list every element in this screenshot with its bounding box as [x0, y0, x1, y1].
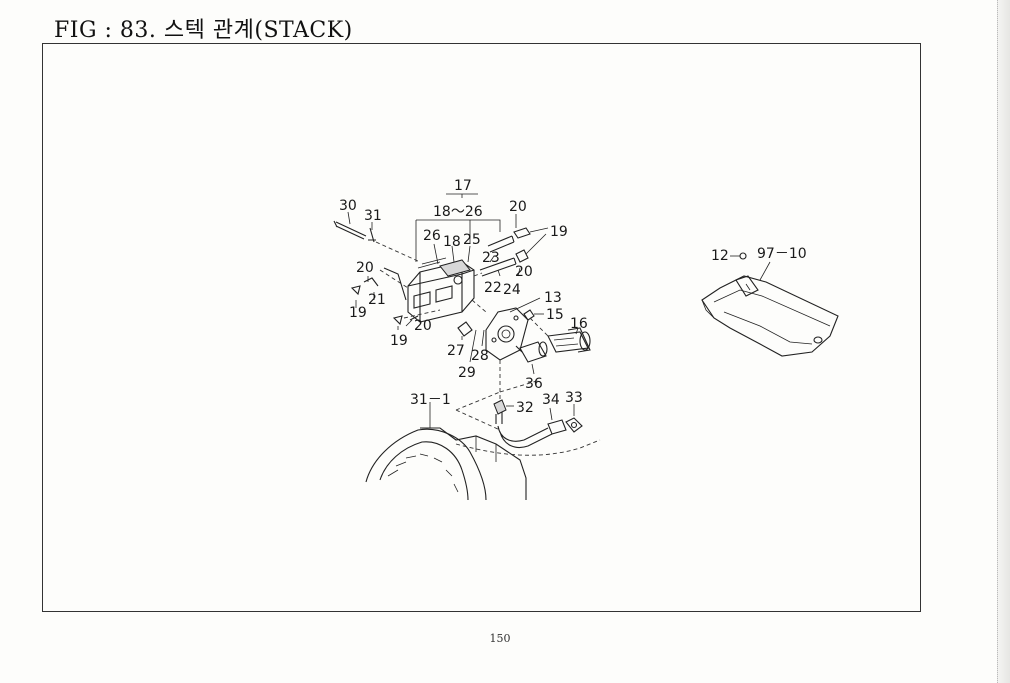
part-plug-16 — [547, 327, 591, 353]
callout-23: 23 — [482, 250, 500, 266]
callout-12: 12 — [711, 248, 729, 264]
part-pin-31 — [368, 222, 376, 243]
callout-31: 31 — [364, 208, 382, 224]
part-engine-body — [365, 402, 601, 501]
callout-32: 32 — [516, 400, 534, 416]
callout-28: 28 — [471, 348, 489, 364]
callout-20-left: 20 — [356, 260, 374, 276]
callout-36: 36 — [525, 376, 543, 392]
part-flange-plate — [457, 297, 544, 363]
part-lower-left-fittings — [392, 309, 441, 330]
diagram-frame — [42, 43, 921, 612]
callout-20-mid: 20 — [515, 264, 533, 280]
callout-22: 22 — [484, 280, 502, 296]
group-bracket — [415, 193, 501, 262]
callout-25: 25 — [463, 232, 481, 248]
callout-15: 15 — [546, 307, 564, 323]
callout-26: 26 — [423, 228, 441, 244]
callout-13: 13 — [544, 290, 562, 306]
callout-27: 27 — [447, 343, 465, 359]
page-title: FIG : 83. 스텍 관계(STACK) — [54, 18, 353, 43]
part-left-fittings — [350, 267, 409, 308]
callout-20-low: 20 — [414, 318, 432, 334]
callout-19-right: 19 — [550, 224, 568, 240]
part-bolt-30 — [333, 211, 367, 240]
callout-labels: 17 18～26 30 31 20 19 26 18 25 23 20 22 2… — [339, 178, 807, 416]
callout-21: 21 — [368, 292, 386, 308]
callout-19-low: 19 — [390, 333, 408, 349]
callout-33: 33 — [565, 390, 583, 406]
callout-34: 34 — [542, 392, 560, 408]
callout-16: 16 — [570, 316, 588, 332]
part-heat-shield — [701, 252, 839, 357]
callout-30: 30 — [339, 198, 357, 214]
part-valve-block — [407, 243, 475, 323]
callout-18: 18 — [443, 234, 461, 250]
callout-17: 17 — [454, 178, 472, 194]
callout-18-26: 18～26 — [433, 204, 483, 220]
part-fittings-upper — [473, 214, 549, 277]
axis-line-bolt — [375, 241, 421, 263]
callout-29: 29 — [458, 365, 476, 381]
callout-97-10: 97－10 — [757, 246, 807, 262]
page-number: 150 — [489, 632, 511, 645]
callout-31-1: 31－1 — [410, 392, 451, 408]
part-pipe-assembly — [455, 360, 583, 449]
callout-19-left: 19 — [349, 305, 367, 321]
part-sensor-36 — [515, 317, 549, 375]
callout-20-top: 20 — [509, 199, 527, 215]
callout-24: 24 — [503, 282, 521, 298]
page-edge-shadow — [997, 0, 1010, 683]
